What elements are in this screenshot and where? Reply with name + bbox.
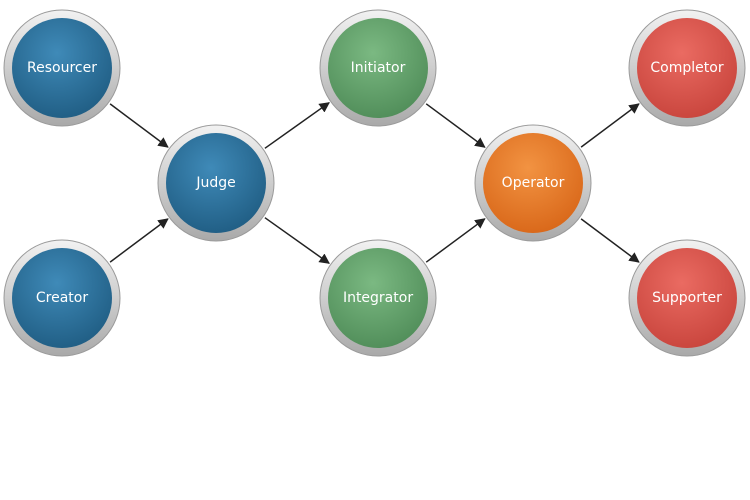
node-label: Supporter [652,290,722,306]
node-label: Integrator [343,290,413,306]
node-label: Completor [650,60,723,76]
arrow-resourcer-to-judge [109,103,169,148]
node-fill [637,18,737,118]
node-fill [328,248,428,348]
node-label: Judge [195,175,235,191]
arrow-judge-to-integrator [264,217,330,264]
node-fill [328,18,428,118]
arrow-creator-to-judge [109,218,169,263]
node-completor: Completor [628,9,746,127]
edges-layer [109,102,640,264]
node-supporter: Supporter [628,239,746,357]
node-fill [12,248,112,348]
node-operator: Operator [474,124,592,242]
node-fill [637,248,737,348]
arrow-integrator-to-operator [425,218,486,263]
arrow-operator-to-supporter [580,218,640,263]
node-fill [483,133,583,233]
node-label: Creator [36,290,88,306]
node-creator: Creator [3,239,121,357]
node-fill [12,18,112,118]
node-integrator: Integrator [319,239,437,357]
node-label: Initiator [351,60,406,76]
node-label: Resourcer [27,60,97,76]
arrow-judge-to-initiator [264,102,330,149]
arrow-initiator-to-operator [425,103,486,148]
arrow-operator-to-completor [580,103,640,148]
node-judge: Judge [157,124,275,242]
node-label: Operator [502,175,565,191]
node-fill [166,133,266,233]
nodes-layer: Resourcer Creator Judge Initiator Integr… [3,9,746,357]
node-resourcer: Resourcer [3,9,121,127]
node-initiator: Initiator [319,9,437,127]
